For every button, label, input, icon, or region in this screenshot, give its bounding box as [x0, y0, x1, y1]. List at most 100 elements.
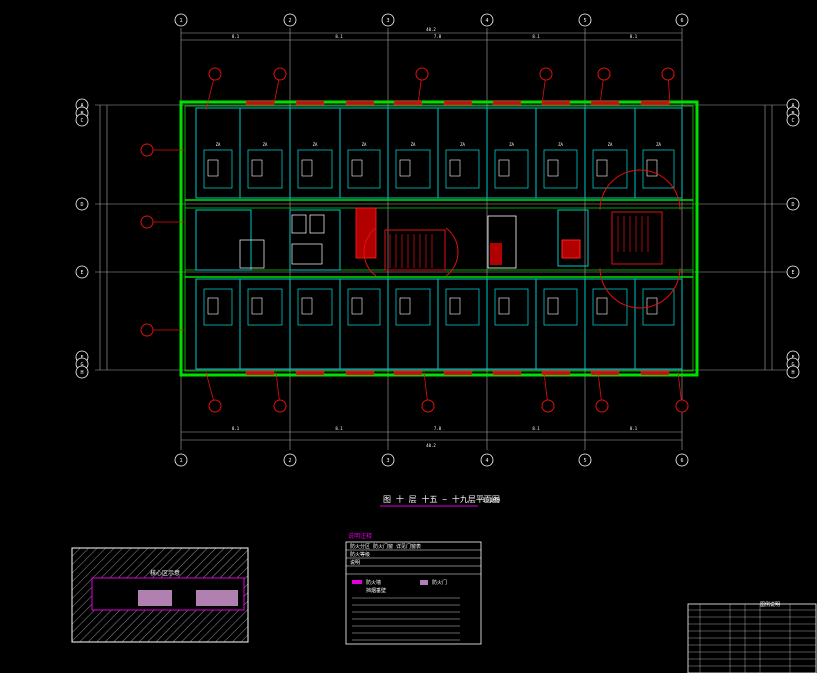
- notes-block: 说明注释 防火分区 防火门窗 详见门窗表 防火等级 说明 防火墙 防火门 挡烟垂…: [345, 532, 482, 645]
- legend-1: 防火墙: [366, 579, 381, 586]
- svg-text:E: E: [80, 270, 83, 276]
- grid-bubble-right: E: [786, 265, 800, 279]
- window-top: [345, 100, 375, 106]
- window-bottom: [640, 370, 670, 376]
- svg-text:D: D: [80, 202, 83, 208]
- grid-bubble-top: 4: [480, 13, 494, 27]
- window-bottom: [443, 370, 473, 376]
- room-label: ZA: [216, 142, 221, 147]
- svg-text:6: 6: [680, 458, 683, 464]
- dim-top: 8.1: [232, 34, 240, 39]
- window-bottom: [492, 370, 522, 376]
- room-label: ZA: [608, 142, 613, 147]
- grid-bubble-top: 1: [174, 13, 188, 27]
- svg-text:A: A: [791, 103, 794, 109]
- room-label: ZA: [263, 142, 268, 147]
- dim-total-top: 40.2: [426, 27, 436, 32]
- legend-table: 图例说明: [687, 601, 817, 673]
- room-label: ZA: [460, 142, 465, 147]
- svg-text:G: G: [80, 362, 83, 368]
- window-top: [541, 100, 571, 106]
- dim-total-bottom: 40.2: [426, 443, 436, 448]
- dim-bottom: 8.1: [532, 426, 540, 431]
- grid-bubble-bottom: 3: [381, 453, 395, 467]
- section-callout: [273, 67, 287, 105]
- window-bottom: [295, 370, 325, 376]
- room-label: ZA: [558, 142, 563, 147]
- section-callout: [597, 67, 611, 105]
- notes-header: 说明注释: [348, 532, 372, 540]
- grid-bubble-left: C: [75, 113, 89, 127]
- building-outline: [179, 100, 699, 377]
- svg-text:1: 1: [179, 18, 182, 24]
- grid-bubble-bottom: 5: [578, 453, 592, 467]
- section-callout: [415, 67, 429, 105]
- section-callout: [675, 371, 689, 413]
- grid-bubbles: 112233445566AABBCCDDEEFFGGHH8.18.18.18.1…: [75, 13, 800, 467]
- dim-top: 7.8: [434, 34, 442, 39]
- window-top: [393, 100, 423, 106]
- window-top: [640, 100, 670, 106]
- svg-text:H: H: [791, 370, 794, 376]
- key-plan: 核心区示意: [71, 547, 249, 643]
- scale-text: 1:100: [482, 497, 500, 504]
- svg-text:C: C: [791, 118, 794, 124]
- svg-text:G: G: [791, 362, 794, 368]
- grid-bubble-right: C: [786, 113, 800, 127]
- section-callouts: [140, 67, 689, 413]
- core-area: [195, 169, 681, 309]
- section-callout: [595, 371, 609, 413]
- window-top: [245, 100, 275, 106]
- dim-bottom: 7.8: [434, 426, 442, 431]
- grid-bubble-right: D: [786, 197, 800, 211]
- svg-text:3: 3: [386, 18, 389, 24]
- window-bottom: [245, 370, 275, 376]
- grid-lines: [95, 28, 790, 450]
- grid-bubble-left: E: [75, 265, 89, 279]
- legend-3: 挡烟垂壁: [366, 587, 386, 594]
- notes-row-1: 防火分区 防火门窗 详见门窗表: [350, 543, 421, 550]
- window-bottom: [393, 370, 423, 376]
- window-bottom: [590, 370, 620, 376]
- window-top: [492, 100, 522, 106]
- svg-text:6: 6: [680, 18, 683, 24]
- drawing-title: 图 十 层 十五 ~ 十九层平面图 1:100: [380, 494, 500, 507]
- grid-bubble-bottom: 2: [283, 453, 297, 467]
- section-callout: [140, 323, 185, 337]
- window-top: [295, 100, 325, 106]
- dim-top: 8.1: [630, 34, 638, 39]
- grid-bubble-top: 6: [675, 13, 689, 27]
- grid-bubble-top: 5: [578, 13, 592, 27]
- svg-text:5: 5: [583, 18, 586, 24]
- section-callout: [205, 67, 222, 111]
- key-plan-label: 核心区示意: [150, 569, 180, 577]
- grid-bubble-bottom: 6: [675, 453, 689, 467]
- grid-bubble-bottom: 4: [480, 453, 494, 467]
- room-label: ZA: [509, 142, 514, 147]
- dim-bottom: 8.1: [630, 426, 638, 431]
- notes-row-3: 说明: [350, 559, 360, 566]
- svg-text:3: 3: [386, 458, 389, 464]
- section-callout: [541, 371, 555, 413]
- section-callout: [421, 371, 435, 413]
- section-callout: [140, 143, 185, 157]
- section-callout: [273, 371, 287, 413]
- grid-bubble-left: D: [75, 197, 89, 211]
- section-callout: [661, 67, 675, 105]
- legend-2: 防火门: [432, 579, 447, 586]
- grid-bubble-top: 3: [381, 13, 395, 27]
- room-label: ZA: [656, 142, 661, 147]
- section-callout: [539, 67, 553, 105]
- room-label: ZA: [313, 142, 318, 147]
- grid-bubble-top: 2: [283, 13, 297, 27]
- title-text: 图 十 层 十五 ~ 十九层平面图: [383, 494, 500, 504]
- window-bottom: [345, 370, 375, 376]
- section-callout: [205, 371, 222, 413]
- svg-text:4: 4: [485, 458, 488, 464]
- dim-top: 8.1: [335, 34, 343, 39]
- room-label: ZA: [411, 142, 416, 147]
- svg-text:2: 2: [288, 18, 291, 24]
- notes-row-2: 防火等级: [350, 551, 370, 558]
